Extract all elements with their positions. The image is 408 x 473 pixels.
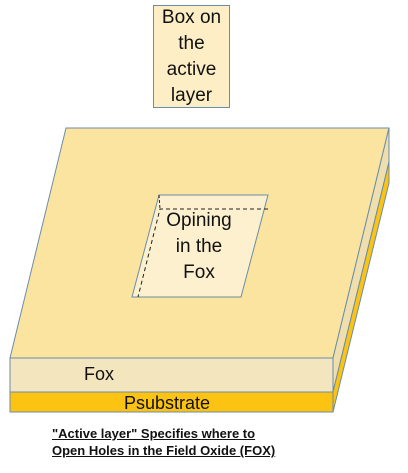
opening-line-2: in the — [175, 236, 223, 257]
opening-hidden-edges — [137, 208, 268, 298]
active-layer-line-3: active — [166, 58, 217, 80]
fox-front-face — [9, 357, 334, 393]
active-layer-line-2: the — [178, 32, 205, 54]
substrate-front-face — [9, 391, 334, 413]
caption-line-2: Open Holes in the Field Oxide (FOX) — [52, 443, 276, 458]
active-layer-box-text: Box on the active layer — [162, 5, 221, 109]
opening-label: Opining in the Fox — [158, 208, 240, 286]
active-layer-line-4: layer — [170, 84, 213, 106]
active-layer-box: Box on the active layer — [153, 5, 230, 108]
diagram-caption: "Active layer" Specifies where to Open H… — [52, 425, 372, 459]
caption-line-1: "Active layer" Specifies where to — [52, 426, 256, 441]
psubstrate-layer-label: Psubstrate — [124, 393, 211, 413]
opening-line-1: Opining — [166, 210, 232, 231]
opening-hidden-corner — [158, 194, 161, 210]
fox-layer-label: Fox — [84, 364, 115, 384]
opening-line-3: Fox — [183, 262, 215, 283]
active-layer-line-1: Box on — [161, 6, 222, 28]
fox-opening — [131, 194, 269, 298]
